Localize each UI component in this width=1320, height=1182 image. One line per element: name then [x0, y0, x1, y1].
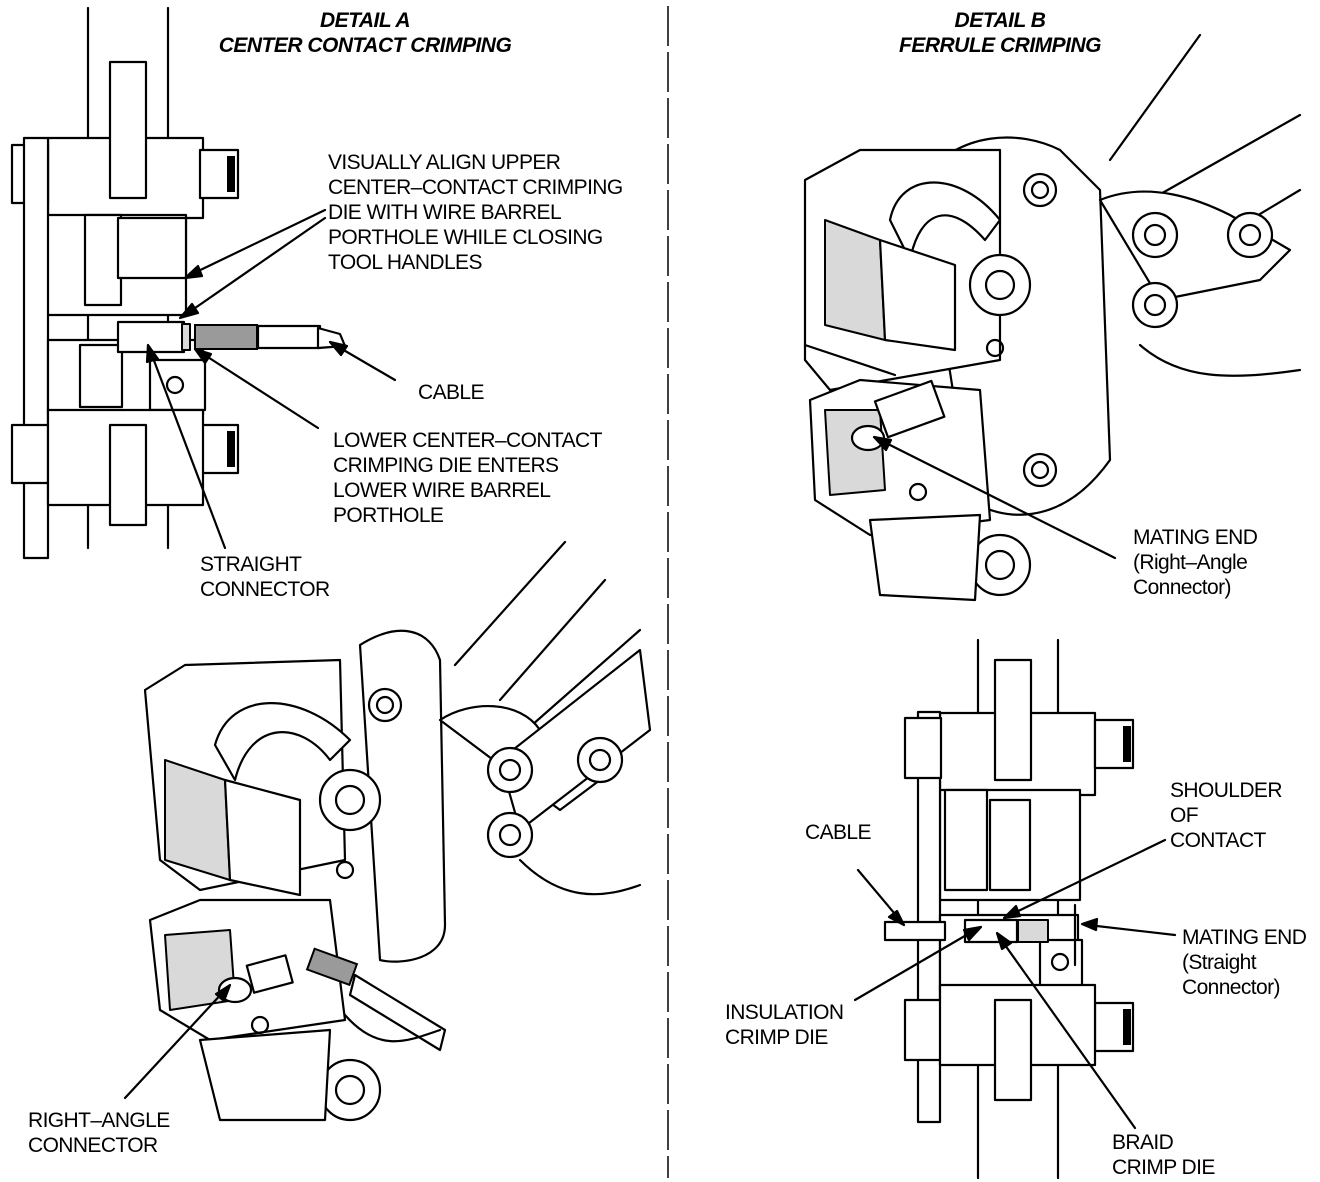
straight-connector-label: STRAIGHT CONNECTOR [200, 552, 330, 602]
straight-connector-label-line: CONNECTOR [200, 578, 330, 601]
right-angle-label-line: CONNECTOR [28, 1134, 158, 1157]
lower-die-label-line: CRIMPING DIE ENTERS [333, 454, 559, 477]
detail-b-isometric-view [803, 33, 1302, 602]
right-angle-label-line: RIGHT–ANGLE [28, 1109, 170, 1132]
detail-a-title-line2: CENTER CONTACT CRIMPING [218, 34, 512, 57]
align-label-line: CENTER–CONTACT CRIMPING [328, 176, 623, 199]
leader-lines [123, 208, 1177, 1130]
detail-b-title-line2: FERRULE CRIMPING [899, 34, 1102, 57]
detail-b-title: DETAIL B FERRULE CRIMPING [880, 8, 1120, 58]
braid-die-label-line: CRIMP DIE [1112, 1156, 1215, 1179]
insulation-crimp-die-label: INSULATION CRIMP DIE [725, 1000, 844, 1050]
detail-a-cable-label: CABLE [418, 381, 484, 404]
mating-end-straight-label: MATING END (Straight Connector) [1182, 925, 1307, 1000]
right-angle-connector-label: RIGHT–ANGLE CONNECTOR [28, 1108, 170, 1158]
align-label-line: PORTHOLE WHILE CLOSING [328, 226, 603, 249]
detail-b-cable-label: CABLE [805, 821, 871, 844]
detail-a-title: DETAIL A CENTER CONTACT CRIMPING [200, 8, 530, 58]
shoulder-label-line: OF [1170, 804, 1199, 827]
shoulder-label-line: CONTACT [1170, 829, 1266, 852]
align-upper-die-label: VISUALLY ALIGN UPPER CENTER–CONTACT CRIM… [328, 150, 623, 275]
mating-end-straight-label-line: (Straight [1182, 951, 1257, 974]
lower-die-label: LOWER CENTER–CONTACT CRIMPING DIE ENTERS… [333, 428, 602, 528]
detail-a-front-view [10, 6, 347, 560]
mating-end-right-angle-label: MATING END (Right–Angle Connector) [1133, 525, 1258, 600]
align-label-line: TOOL HANDLES [328, 251, 482, 274]
lower-die-label-line: LOWER WIRE BARREL [333, 479, 551, 502]
detail-a-isometric-view [143, 540, 652, 1122]
insulation-die-label-line: INSULATION [725, 1001, 844, 1024]
lower-die-label-line: LOWER CENTER–CONTACT [333, 429, 602, 452]
shoulder-of-contact-label: SHOULDER OF CONTACT [1170, 778, 1282, 853]
mating-end-label-line: (Right–Angle [1133, 551, 1248, 574]
mating-end-label-line: Connector) [1133, 576, 1231, 599]
align-label-line: DIE WITH WIRE BARREL [328, 201, 562, 224]
mating-end-straight-label-line: MATING END [1182, 926, 1307, 949]
mating-end-straight-label-line: Connector) [1182, 976, 1280, 999]
mating-end-label-line: MATING END [1133, 526, 1258, 549]
insulation-die-label-line: CRIMP DIE [725, 1026, 828, 1049]
braid-crimp-die-label: BRAID CRIMP DIE [1112, 1130, 1215, 1180]
detail-b-front-view [883, 638, 1135, 1180]
straight-connector-label-line: STRAIGHT [200, 553, 302, 576]
detail-b-title-line1: DETAIL B [954, 9, 1046, 32]
shoulder-label-line: SHOULDER [1170, 779, 1282, 802]
braid-die-label-line: BRAID [1112, 1131, 1174, 1154]
lower-die-label-line: PORTHOLE [333, 504, 444, 527]
align-label-line: VISUALLY ALIGN UPPER [328, 151, 561, 174]
detail-a-title-line1: DETAIL A [319, 9, 411, 32]
